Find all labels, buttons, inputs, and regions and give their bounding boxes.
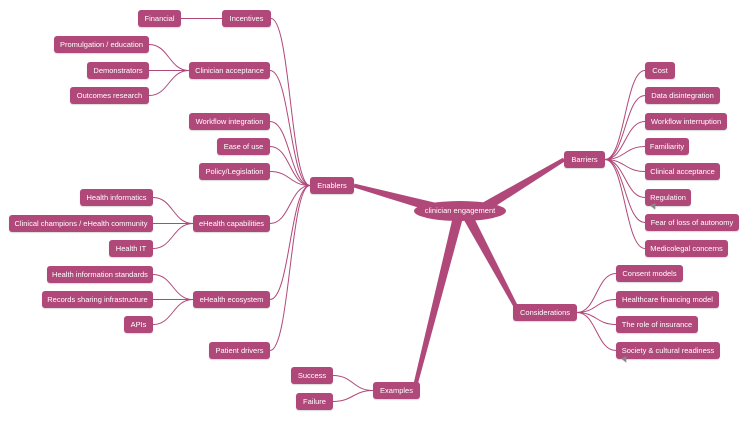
connector-line <box>604 95 646 160</box>
connector-line <box>270 18 311 186</box>
topic-health-it[interactable]: Health IT <box>109 240 153 257</box>
connector-line <box>269 185 311 300</box>
topic-enablers[interactable]: Enablers <box>310 177 354 194</box>
central-topic[interactable]: clinician engagement <box>414 201 506 221</box>
topic-considerations[interactable]: Considerations <box>513 304 577 321</box>
connector-line <box>576 299 617 313</box>
connector-line <box>269 171 311 186</box>
connector-line <box>604 159 646 249</box>
topic-workflow-integration[interactable]: Workflow integration <box>189 113 270 130</box>
topic-ehealth-ecosystem[interactable]: eHealth ecosystem <box>193 291 270 308</box>
topic-apis[interactable]: APIs <box>124 316 153 333</box>
topic-outcomes-research[interactable]: Outcomes research <box>70 87 149 104</box>
main-branch-line <box>412 215 463 391</box>
topic-demonstrators[interactable]: Demonstrators <box>87 62 149 79</box>
topic-familiarity[interactable]: Familiarity <box>645 138 689 155</box>
connector-line <box>332 375 374 391</box>
topic-workflow-interruption[interactable]: Workflow interruption <box>645 113 727 130</box>
connector-line <box>269 121 311 186</box>
connector-line <box>269 185 311 351</box>
topic-ehealth-capabilities[interactable]: eHealth capabilities <box>193 215 270 232</box>
connector-line <box>576 273 617 313</box>
connector-line <box>604 70 646 160</box>
topic-success[interactable]: Success <box>291 367 333 384</box>
topic-regulation[interactable]: Regulation <box>645 189 691 206</box>
main-branch-line <box>463 214 521 314</box>
connector-line <box>269 146 311 186</box>
connector-line <box>148 70 190 96</box>
topic-healthcare-financing-model[interactable]: Healthcare financing model <box>616 291 719 308</box>
connector-line <box>604 146 646 160</box>
connector-line <box>269 70 311 186</box>
topic-ease-of-use[interactable]: Ease of use <box>217 138 270 155</box>
connector-line <box>269 185 311 224</box>
connector-line <box>152 299 194 325</box>
topic-examples[interactable]: Examples <box>373 382 420 399</box>
topic-data-disintegration[interactable]: Data disintegration <box>645 87 720 104</box>
connector-line <box>332 390 374 402</box>
topic-fear-of-loss-of-autonomy[interactable]: Fear of loss of autonomy <box>645 214 739 231</box>
topic-records-sharing-infrastructure[interactable]: Records sharing infrastructure <box>42 291 153 308</box>
topic-failure[interactable]: Failure <box>296 393 333 410</box>
topic-consent-models[interactable]: Consent models <box>616 265 683 282</box>
topic-financial[interactable]: Financial <box>138 10 181 27</box>
main-branch-line <box>482 157 566 212</box>
topic-health-information-standards[interactable]: Health information standards <box>47 266 153 283</box>
connector-line <box>604 159 646 223</box>
topic-clinical-champions[interactable]: Clinical champions / eHealth community <box>9 215 153 232</box>
connector-line <box>152 223 194 249</box>
topic-clinician-acceptance[interactable]: Clinician acceptance <box>189 62 270 79</box>
connector-line <box>152 197 194 224</box>
topic-promulgation-education[interactable]: Promulgation / education <box>54 36 149 53</box>
topic-medicolegal-concerns[interactable]: Medicolegal concerns <box>645 240 728 257</box>
topic-role-of-insurance[interactable]: The role of insurance <box>616 316 698 333</box>
topic-health-informatics[interactable]: Health informatics <box>80 189 153 206</box>
topic-society-cultural-readiness[interactable]: Society & cultural readiness <box>616 342 720 359</box>
connector-line <box>604 121 646 160</box>
topic-incentives[interactable]: Incentives <box>222 10 271 27</box>
topic-patient-drivers[interactable]: Patient drivers <box>209 342 270 359</box>
connector-line <box>576 312 617 351</box>
connector-line <box>152 274 194 300</box>
topic-cost[interactable]: Cost <box>645 62 675 79</box>
topic-policy-legislation[interactable]: Policy/Legislation <box>199 163 270 180</box>
connector-line <box>148 44 190 71</box>
topic-barriers[interactable]: Barriers <box>564 151 605 168</box>
topic-clinical-acceptance[interactable]: Clinical acceptance <box>645 163 720 180</box>
